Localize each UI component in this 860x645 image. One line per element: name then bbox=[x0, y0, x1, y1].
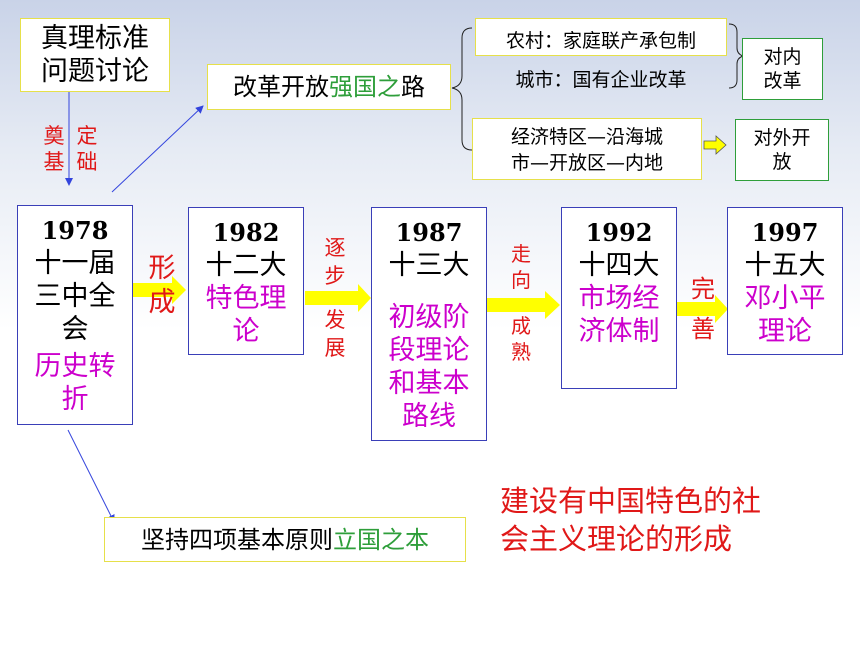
four-principles-text: 坚持四项基本原则立国之本 bbox=[105, 524, 465, 556]
transition-label-1: 形 成 bbox=[146, 252, 178, 320]
principles-highlight: 立国之本 bbox=[333, 526, 429, 554]
transition-char: 熟 bbox=[511, 340, 531, 364]
transition-label-2-bottom: 发 展 bbox=[323, 306, 347, 362]
stage-title: 三中全 bbox=[34, 281, 116, 312]
stage-1992: 1992 十四大 市场经 济体制 bbox=[561, 207, 677, 389]
special-zones-line2: 市—开放区—内地 bbox=[510, 152, 663, 174]
stage-theme: 济体制 bbox=[578, 316, 660, 347]
arrow-stage-4 bbox=[662, 295, 728, 323]
transition-label-4: 完 善 bbox=[688, 264, 718, 344]
domestic-label-line2: 改革 bbox=[763, 70, 802, 92]
reform-highlight: 强国之 bbox=[329, 73, 401, 101]
stage-theme: 理论 bbox=[758, 316, 812, 347]
transition-char: 向 bbox=[511, 268, 531, 292]
conclusion-line1: 建设有中国特色的社 bbox=[500, 484, 762, 518]
domestic-reform-label-box: 对内 改革 bbox=[742, 38, 823, 100]
arrow-external bbox=[703, 135, 727, 155]
special-zones-line1: 经济特区—沿海城 bbox=[510, 126, 663, 148]
special-zones-box: 经济特区—沿海城 市—开放区—内地 bbox=[472, 118, 702, 180]
transition-label-3-top: 走 向 bbox=[509, 241, 533, 293]
stage-theme: 论 bbox=[232, 316, 260, 347]
foundation-char: 定 bbox=[76, 124, 98, 148]
rural-reform-text: 农村：家庭联产承包制 bbox=[505, 30, 696, 52]
arrow-stage-3 bbox=[487, 291, 560, 319]
reform-suffix: 路 bbox=[401, 73, 425, 101]
transition-char: 逐 bbox=[324, 236, 346, 260]
transition-char: 步 bbox=[324, 264, 346, 288]
truth-criterion-line1: 真理标准 bbox=[41, 23, 149, 54]
four-principles-box: 坚持四项基本原则立国之本 bbox=[104, 517, 466, 562]
stage-year: 1992 bbox=[585, 218, 653, 247]
foundation-label-left: 奠 基 bbox=[43, 123, 65, 175]
transition-char: 善 bbox=[691, 315, 715, 343]
principles-prefix: 坚持四项基本原则 bbox=[141, 526, 333, 554]
transition-char: 完 bbox=[691, 275, 715, 303]
stage-theme: 初级阶 bbox=[388, 302, 470, 333]
stage-1982: 1982 十二大 特色理 论 bbox=[188, 207, 304, 355]
truth-criterion-box: 真理标准 问题讨论 bbox=[20, 18, 170, 92]
stage-theme: 邓小平 bbox=[744, 283, 826, 314]
stage-year: 1987 bbox=[395, 218, 463, 247]
stage-title: 十四大 bbox=[578, 250, 660, 281]
connector-principles bbox=[67, 429, 115, 523]
stage-theme: 历史转 bbox=[34, 351, 116, 382]
transition-char: 成 bbox=[148, 287, 176, 318]
stage-theme: 段理论 bbox=[388, 335, 470, 366]
stage-1978: 1978 十一届 三中全 会 历史转 折 bbox=[17, 205, 133, 425]
reform-prefix: 改革开放 bbox=[233, 73, 329, 101]
stage-theme: 和基本 bbox=[388, 368, 470, 399]
arrow-stage-2 bbox=[305, 284, 371, 312]
stage-title: 十五大 bbox=[744, 250, 826, 281]
transition-char: 展 bbox=[324, 336, 346, 360]
transition-label-2-top: 逐 步 bbox=[323, 234, 347, 290]
transition-char: 走 bbox=[511, 242, 531, 266]
stage-1997: 1997 十五大 邓小平 理论 bbox=[727, 207, 843, 355]
stage-theme: 特色理 bbox=[205, 283, 287, 314]
arrow-stage-1 bbox=[133, 276, 186, 304]
stage-year: 1997 bbox=[751, 218, 819, 247]
stage-title: 十二大 bbox=[205, 250, 287, 281]
brace-reform bbox=[451, 27, 473, 151]
urban-reform-text: 城市：国有企业改革 bbox=[515, 69, 687, 91]
stage-title: 十三大 bbox=[388, 250, 470, 281]
stage-year: 1978 bbox=[41, 216, 109, 245]
stage-year: 1982 bbox=[212, 218, 280, 247]
stage-1987: 1987 十三大 初级阶 段理论 和基本 路线 bbox=[371, 207, 487, 441]
stage-theme: 路线 bbox=[402, 401, 456, 432]
rural-reform-box: 农村：家庭联产承包制 bbox=[475, 18, 727, 56]
transition-label-3-bottom: 成 熟 bbox=[509, 313, 533, 365]
foundation-char: 础 bbox=[76, 150, 98, 174]
stage-title: 十一届 bbox=[34, 248, 116, 279]
external-opening-label-box: 对外开 放 bbox=[735, 119, 829, 181]
reform-road-text: 改革开放强国之路 bbox=[208, 71, 450, 103]
reform-road-box: 改革开放强国之路 bbox=[207, 64, 451, 110]
stage-theme: 市场经 bbox=[578, 283, 660, 314]
conclusion-line2: 会主义理论的形成 bbox=[500, 522, 733, 556]
brace-domestic bbox=[728, 23, 745, 89]
transition-char: 形 bbox=[148, 253, 176, 284]
domestic-label-line1: 对内 bbox=[763, 46, 802, 68]
stage-title: 会 bbox=[61, 314, 89, 345]
transition-char: 成 bbox=[511, 314, 531, 338]
stage-theme: 折 bbox=[61, 384, 89, 415]
foundation-label-right: 定 础 bbox=[76, 123, 98, 175]
transition-char: 发 bbox=[324, 308, 346, 332]
truth-criterion-line2: 问题讨论 bbox=[41, 56, 149, 87]
external-label-line2: 放 bbox=[772, 151, 792, 173]
foundation-char: 奠 bbox=[43, 124, 65, 148]
conclusion-text: 建设有中国特色的社 会主义理论的形成 bbox=[500, 482, 850, 558]
connector-reform bbox=[111, 105, 204, 193]
external-label-line1: 对外开 bbox=[753, 127, 811, 149]
foundation-char: 基 bbox=[43, 150, 65, 174]
